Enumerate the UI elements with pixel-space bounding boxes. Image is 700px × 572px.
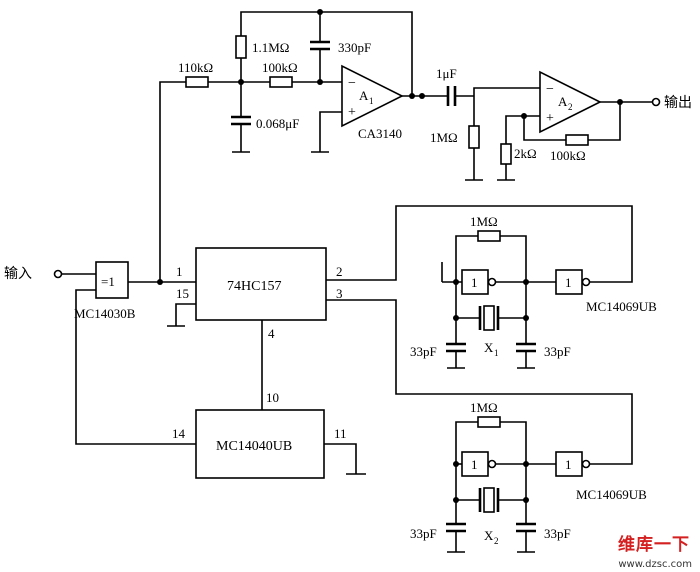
input-label: 输入: [4, 266, 32, 282]
pin-3: 3: [336, 286, 343, 301]
resistor-100k-b: [565, 134, 589, 146]
watermark-brand: 维库一下: [618, 535, 690, 555]
mux-chip: [195, 247, 327, 321]
pin-14: 14: [172, 426, 186, 441]
osc2-resistor-label: 1MΩ: [470, 400, 498, 415]
pin-1: 1: [176, 264, 183, 279]
resistor-1-1m-label: 1.1MΩ: [252, 40, 289, 55]
osc1-inverter-2: [555, 269, 583, 295]
pin-11: 11: [334, 426, 347, 441]
oscillator-2: 1MΩ 1 1 MC14069UB X 2 33pF: [410, 400, 647, 553]
osc2-inverter-2-label: 1: [565, 457, 572, 472]
osc1-resistor: [477, 230, 501, 242]
crystal-x1-label: X: [484, 340, 494, 355]
watermark-url: www.dzsc.com: [618, 559, 692, 570]
opamp-a1-label: A: [359, 88, 369, 103]
opamp-a1-sub: 1: [369, 96, 374, 106]
osc1-inverter-1-label: 1: [471, 275, 478, 290]
crystal-x1-sub: 1: [494, 348, 499, 358]
opamp-a1-part: CA3140: [358, 126, 402, 141]
resistor-100k-b-label: 100kΩ: [550, 148, 586, 163]
pin-2: 2: [336, 264, 343, 279]
filter-section: 110kΩ 100kΩ 0.068μF 1.1MΩ 330pF − + A 1 …: [159, 9, 692, 282]
resistor-2k-label: 2kΩ: [514, 146, 537, 161]
input-section: 输入 =1 MC14030B: [4, 261, 196, 445]
output-label: 输出: [664, 95, 692, 111]
opamp-a1-minus: −: [348, 76, 356, 91]
osc1-part-label: MC14069UB: [586, 299, 657, 314]
resistor-110k-label: 110kΩ: [178, 60, 213, 75]
resistor-1-1m: [235, 35, 247, 59]
osc1-inverter-1: [461, 269, 489, 295]
osc1-resistor-label: 1MΩ: [470, 214, 498, 229]
capacitor-0068u-label: 0.068μF: [256, 116, 299, 131]
opamp-a1-plus: +: [348, 105, 356, 120]
osc1-cap-left-label: 33pF: [410, 344, 437, 359]
resistor-100k-a-label: 100kΩ: [262, 60, 298, 75]
mux-section: 74HC157 1 15 2 3 4: [167, 205, 633, 465]
opamp-a2-label: A: [558, 94, 568, 109]
pin-15: 15: [176, 286, 189, 301]
xor-part-label: MC14030B: [74, 306, 136, 321]
oscillator-1: 1MΩ 1 1 MC14069UB X 1 33pF: [410, 214, 657, 369]
osc2-inverter-1-label: 1: [471, 457, 478, 472]
resistor-110k: [185, 76, 209, 88]
resistor-1m-out-label: 1MΩ: [430, 130, 458, 145]
osc2-cap-left-label: 33pF: [410, 526, 437, 541]
opamp-a2-sub: 2: [568, 102, 573, 112]
osc1-cap-right-label: 33pF: [544, 344, 571, 359]
counter-section: MC14040UB 10 14 11: [172, 390, 366, 479]
xor-gate-symbol: =1: [101, 274, 115, 289]
crystal-x2-label: X: [484, 528, 494, 543]
counter-part-label: MC14040UB: [216, 439, 292, 454]
osc1-inverter-2-label: 1: [565, 275, 572, 290]
capacitor-1u-label: 1μF: [436, 66, 457, 81]
osc2-resistor: [477, 416, 501, 428]
opamp-a2-plus: +: [546, 111, 554, 126]
output-terminal: [651, 97, 661, 107]
site-watermark: 维库一下 www.dzsc.com: [576, 524, 696, 570]
counter-chip: [195, 409, 325, 479]
resistor-100k-a: [269, 76, 293, 88]
crystal-x2-sub: 2: [494, 536, 499, 546]
pin-10: 10: [266, 390, 279, 405]
osc2-inverter-2: [555, 451, 583, 477]
opamp-a1: [341, 64, 404, 128]
input-terminal: [53, 269, 63, 279]
opamp-a2-minus: −: [546, 82, 554, 97]
osc2-cap-right-label: 33pF: [544, 526, 571, 541]
xor-gate: [95, 261, 129, 299]
pin-4: 4: [268, 326, 275, 341]
osc2-part-label: MC14069UB: [576, 487, 647, 502]
resistor-2k: [500, 143, 512, 165]
opamp-a2: [539, 70, 602, 134]
resistor-1m-out: [468, 125, 480, 149]
mux-part-label: 74HC157: [227, 279, 281, 294]
capacitor-330p-label: 330pF: [338, 40, 371, 55]
